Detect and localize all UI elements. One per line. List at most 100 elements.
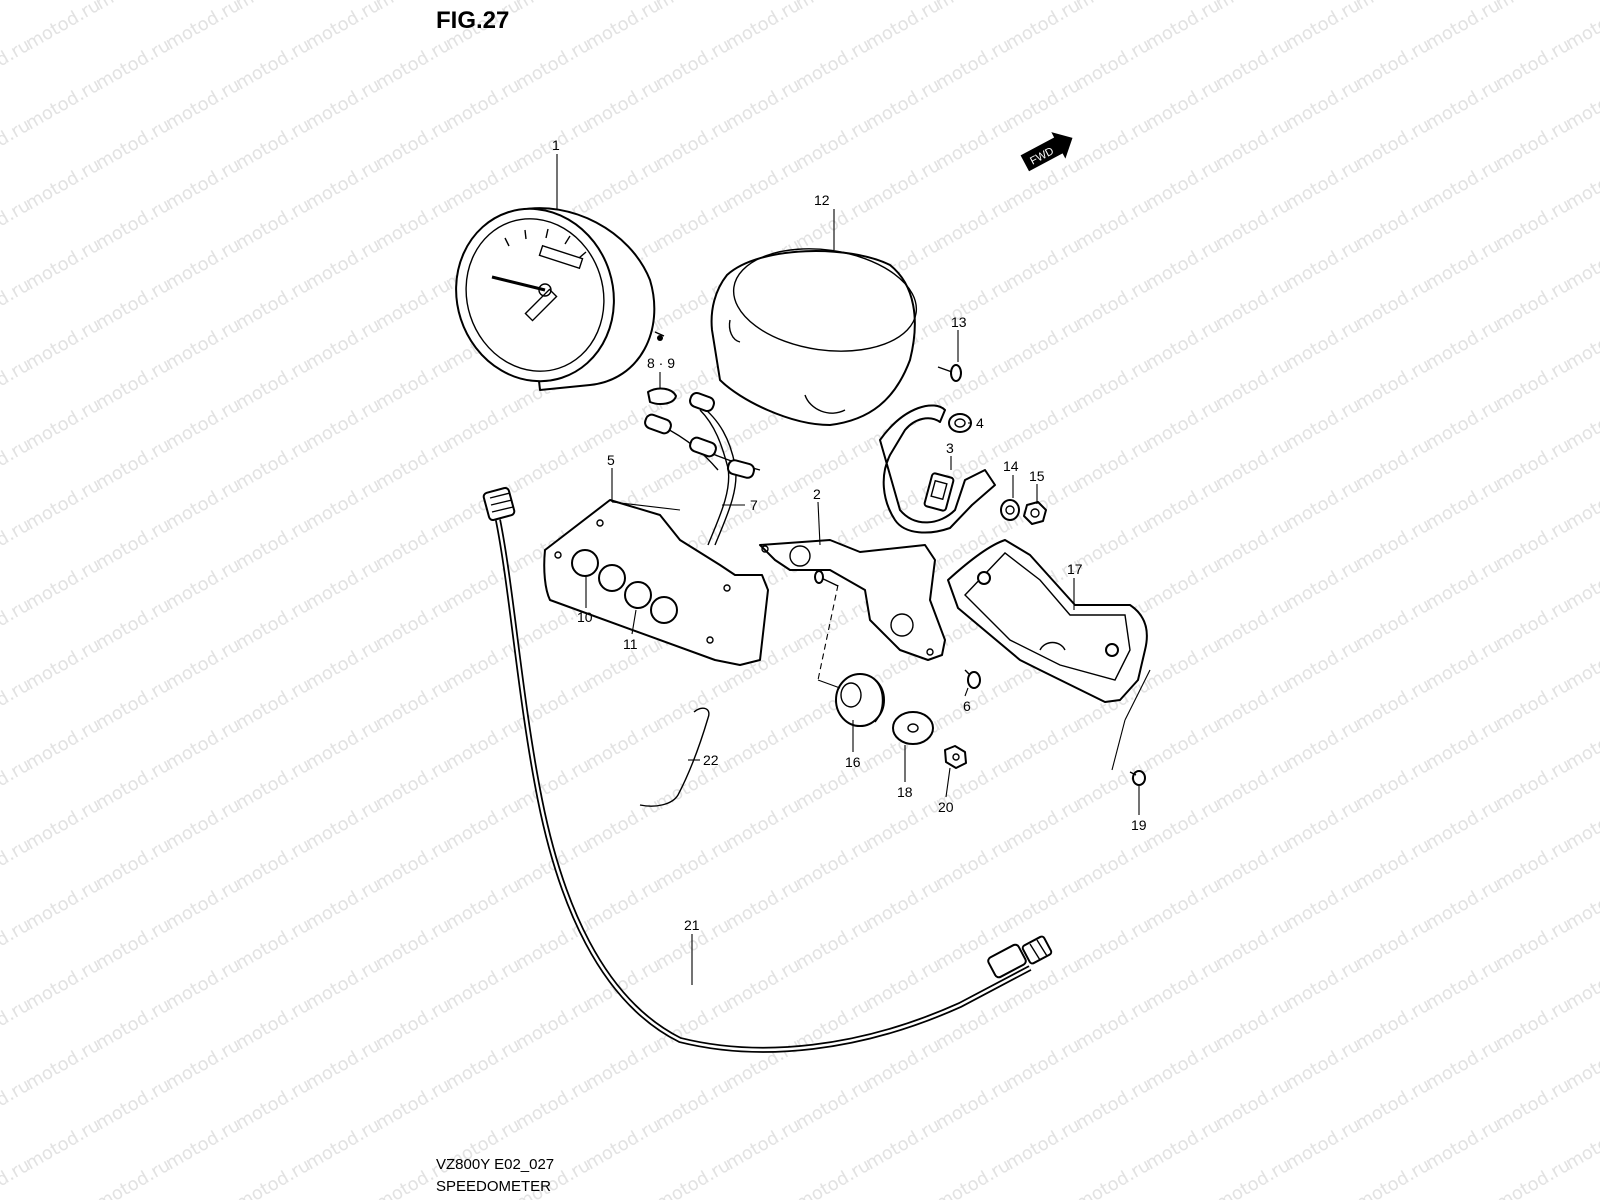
watermark-text: motod.ru bbox=[512, 755, 594, 814]
watermark-text: motod.ru bbox=[1282, 715, 1364, 774]
watermark-text: motod.ru bbox=[1072, 915, 1154, 974]
watermark-text: motod.ru bbox=[162, 715, 244, 774]
watermark-text: motod.ru bbox=[232, 595, 314, 654]
watermark-text: motod.ru bbox=[1352, 0, 1434, 14]
watermark-text: motod.ru bbox=[1422, 715, 1504, 774]
watermark-text: motod.ru bbox=[22, 955, 104, 1014]
watermark-text: motod.ru bbox=[582, 715, 664, 774]
watermark-text: motod.ru bbox=[582, 955, 664, 1014]
watermark-text: motod.ru bbox=[1282, 875, 1364, 934]
watermark-text: motod.ru bbox=[1492, 35, 1574, 94]
watermark-text: motod.ru bbox=[1212, 1155, 1294, 1200]
watermark-text: motod.ru bbox=[162, 955, 244, 1014]
watermark-text: motod.ru bbox=[652, 0, 734, 14]
watermark-text: motod.ru bbox=[932, 995, 1014, 1054]
watermark-text: motod.ru bbox=[1212, 115, 1294, 174]
watermark-text: motod.ru bbox=[1212, 915, 1294, 974]
watermark-text: motod.ru bbox=[1072, 1075, 1154, 1134]
grommet-4 bbox=[948, 413, 972, 433]
watermark-text: motod.ru bbox=[22, 315, 104, 374]
watermark-text: motod.ru bbox=[792, 115, 874, 174]
watermark-text: motod.ru bbox=[1422, 475, 1504, 534]
watermark-text: motod.ru bbox=[442, 715, 524, 774]
watermark-text: motod.ru bbox=[92, 35, 174, 94]
watermark-text: motod.ru bbox=[92, 755, 174, 814]
watermark-text: motod.ru bbox=[1492, 595, 1574, 654]
watermark-text: motod.ru bbox=[932, 1075, 1014, 1134]
watermark-text: motod.ru bbox=[1282, 1035, 1364, 1094]
watermark-text: motod.ru bbox=[1002, 875, 1084, 934]
watermark-text: motod.ru bbox=[582, 795, 664, 854]
watermark-text: motod.ru bbox=[512, 915, 594, 974]
watermark-text: motod.ru bbox=[1142, 75, 1224, 134]
watermark-text: motod.ru bbox=[162, 635, 244, 694]
screw-13 bbox=[937, 364, 962, 382]
watermark-text: motod.ru bbox=[372, 835, 454, 894]
watermark-text: motod.ru bbox=[1282, 1115, 1364, 1174]
watermark-text: motod.ru bbox=[862, 1115, 944, 1174]
callout-2-bracket: 2 bbox=[813, 486, 821, 502]
watermark-text: motod.ru bbox=[162, 395, 244, 454]
watermark-text: motod.ru bbox=[1352, 835, 1434, 894]
watermark-text: motod.ru bbox=[1492, 355, 1574, 414]
watermark-text: motod.ru bbox=[92, 1155, 174, 1200]
watermark-text: motod.ru bbox=[92, 355, 174, 414]
watermark-text: motod.ru bbox=[1422, 315, 1504, 374]
watermark-text: motod.ru bbox=[302, 1035, 384, 1094]
watermark-text: motod.ru bbox=[1282, 635, 1364, 694]
watermark-text: motod.ru bbox=[162, 795, 244, 854]
watermark-text: motod.ru bbox=[442, 395, 524, 454]
watermark-text: motod.ru bbox=[1282, 155, 1364, 214]
watermark-text: motod.ru bbox=[932, 275, 1014, 334]
watermark-text: motod.ru bbox=[1142, 555, 1224, 614]
watermark-text: motod.ru bbox=[1352, 275, 1434, 334]
callout-2: 12 bbox=[814, 192, 830, 208]
watermark-text: motod.ru bbox=[1352, 675, 1434, 734]
watermark-text: motod.ru bbox=[372, 1075, 454, 1134]
watermark-text: motod.ru bbox=[92, 0, 174, 14]
watermark-text: motod.ru bbox=[1212, 675, 1294, 734]
watermark-text: motod.ru bbox=[862, 0, 944, 54]
watermark-text: motod.ru bbox=[1422, 1115, 1504, 1174]
watermark-text: motod.ru bbox=[232, 0, 314, 14]
watermark-text: motod.ru bbox=[1492, 515, 1574, 574]
watermark-text: motod.ru bbox=[1282, 955, 1364, 1014]
watermark-text: motod.ru bbox=[1002, 1035, 1084, 1094]
watermark-text: motod.ru bbox=[372, 515, 454, 574]
nut-20 bbox=[944, 745, 967, 769]
watermark-text: motod.ru bbox=[302, 795, 384, 854]
watermark-text: motod.ru bbox=[302, 0, 384, 54]
bulb-socket bbox=[647, 387, 677, 405]
watermark-text: motod.ru bbox=[1142, 235, 1224, 294]
watermark-text: motod.ru bbox=[792, 915, 874, 974]
watermark-text: motod.ru bbox=[162, 75, 244, 134]
watermark-text: motod.ru bbox=[1072, 275, 1154, 334]
watermark-text: motod.ru bbox=[1282, 235, 1364, 294]
watermark-text: motod.ru bbox=[92, 995, 174, 1054]
watermark-text: motod.ru bbox=[92, 675, 174, 734]
watermark-text: motod.ru bbox=[1212, 835, 1294, 894]
watermark-text: motod.ru bbox=[1002, 795, 1084, 854]
watermark-text: motod.ru bbox=[1422, 1035, 1504, 1094]
callout-10: 10 bbox=[577, 609, 593, 625]
watermark-text: motod.ru bbox=[442, 75, 524, 134]
watermark-text: motod.ru bbox=[1422, 0, 1504, 54]
watermark-text: motod.ru bbox=[932, 115, 1014, 174]
watermark-text: motod.ru bbox=[302, 875, 384, 934]
watermark-text: motod.ru bbox=[1072, 35, 1154, 94]
watermark-text: motod.ru bbox=[1212, 595, 1294, 654]
watermark-text: motod.ru bbox=[302, 955, 384, 1014]
watermark-text: motod.ru bbox=[1212, 755, 1294, 814]
watermark-text: motod.ru bbox=[652, 115, 734, 174]
watermark-text: motod.ru bbox=[1352, 595, 1434, 654]
watermark-text: motod.ru bbox=[22, 635, 104, 694]
watermark-text: motod.ru bbox=[722, 75, 804, 134]
watermark-text: motod.ru bbox=[1352, 915, 1434, 974]
footer-name: SPEEDOMETER bbox=[436, 1178, 551, 1195]
washer-14 bbox=[1000, 499, 1020, 521]
watermark-text: motod.ru bbox=[582, 0, 664, 54]
watermark-text: motod.ru bbox=[722, 715, 804, 774]
watermark-text: motod.ru bbox=[302, 715, 384, 774]
callout-1: 1 bbox=[552, 137, 560, 153]
watermark-text: motod.ru bbox=[582, 875, 664, 934]
